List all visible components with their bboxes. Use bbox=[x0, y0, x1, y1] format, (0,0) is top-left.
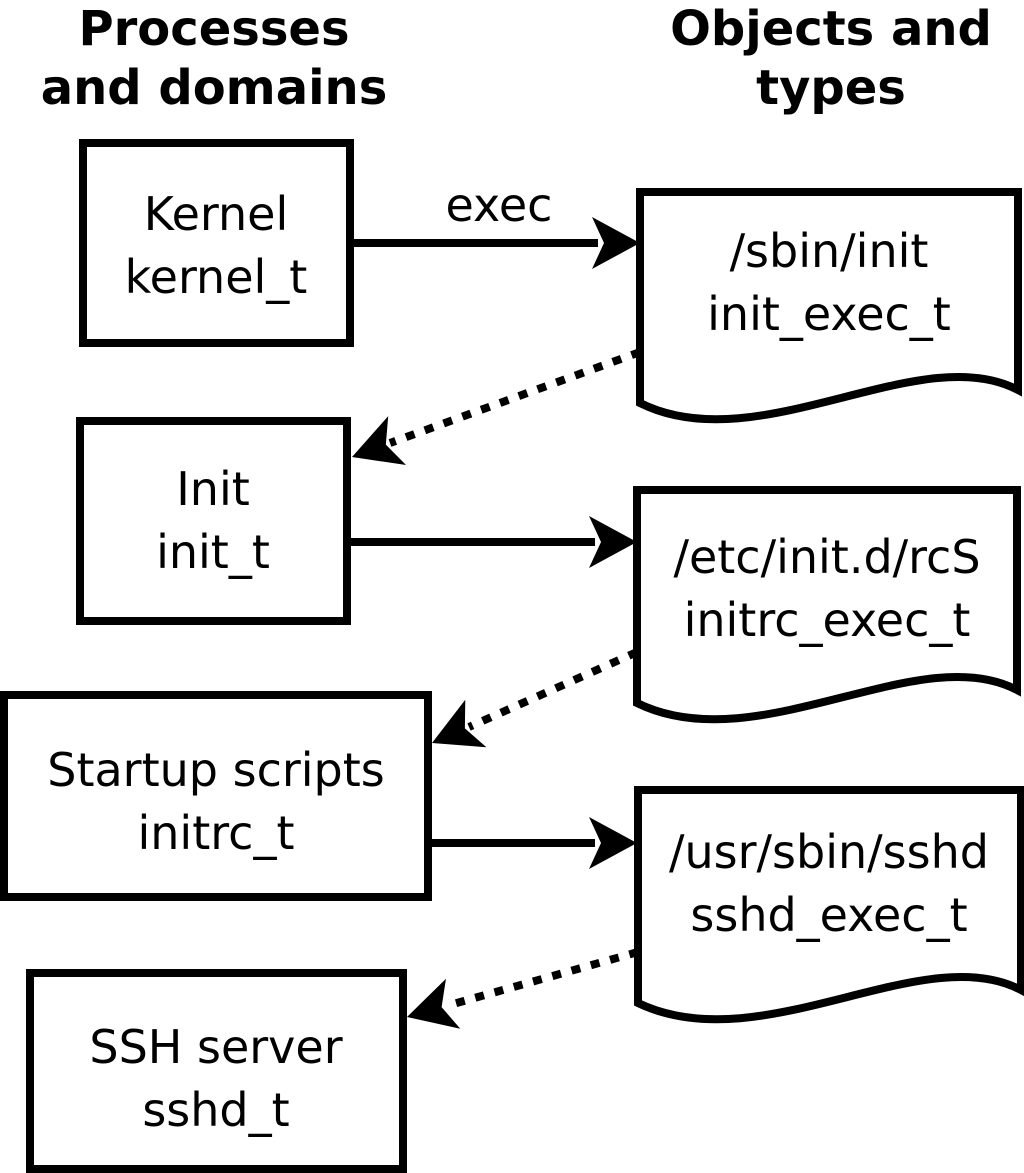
transition-arrow-line bbox=[467, 648, 639, 731]
usr-sbin-sshd-document bbox=[634, 786, 1024, 1024]
exec-arrowhead-icon bbox=[592, 217, 640, 269]
sbin-init-document bbox=[636, 188, 1022, 424]
transition-arrow-sshd-to-ssh-server bbox=[407, 948, 640, 1029]
transition-arrowhead-icon bbox=[352, 416, 406, 466]
exec-arrow-label: exec bbox=[446, 178, 553, 232]
transition-arrow-sbin-init-to-init bbox=[352, 348, 642, 466]
process-node-init: Init init_t bbox=[76, 417, 351, 625]
exec-arrowhead-icon bbox=[589, 516, 637, 568]
transition-arrow-line bbox=[444, 948, 640, 1010]
right-column-header: Objects and types bbox=[670, 1, 992, 116]
usr-sbin-sshd-path-label: /usr/sbin/sshd bbox=[669, 825, 989, 879]
sbin-init-type-label: init_exec_t bbox=[707, 287, 951, 341]
kernel-box bbox=[79, 139, 354, 347]
transition-arrowhead-icon bbox=[407, 978, 461, 1029]
exec-arrow-kernel-to-sbin-init: exec bbox=[350, 178, 640, 269]
process-node-kernel: Kernel kernel_t bbox=[79, 139, 354, 347]
usr-sbin-sshd-type-label: sshd_exec_t bbox=[690, 888, 967, 942]
exec-arrowhead-icon bbox=[589, 817, 637, 869]
exec-arrow-init-to-rcs bbox=[347, 516, 637, 568]
transition-arrow-line bbox=[388, 348, 642, 447]
right-header-line1: Objects and bbox=[670, 1, 992, 57]
startup-scripts-domain-label: initrc_t bbox=[138, 806, 295, 860]
startup-scripts-box bbox=[0, 691, 432, 901]
left-header-line2: and domains bbox=[41, 60, 388, 116]
kernel-domain-label: kernel_t bbox=[125, 250, 308, 304]
etc-initd-rcs-type-label: initrc_exec_t bbox=[684, 593, 971, 647]
startup-scripts-name-label: Startup scripts bbox=[47, 743, 385, 797]
object-node-sbin-init: /sbin/init init_exec_t bbox=[636, 188, 1022, 424]
transition-arrowhead-icon bbox=[432, 699, 487, 748]
init-name-label: Init bbox=[176, 462, 250, 516]
process-node-startup-scripts: Startup scripts initrc_t bbox=[0, 691, 432, 901]
ssh-server-domain-label: sshd_t bbox=[142, 1083, 289, 1137]
object-node-etc-initd-rcs: /etc/init.d/rcS initrc_exec_t bbox=[633, 486, 1021, 724]
ssh-server-name-label: SSH server bbox=[89, 1020, 342, 1074]
kernel-name-label: Kernel bbox=[144, 187, 289, 241]
transition-arrow-rcs-to-startup bbox=[432, 648, 639, 748]
left-header-line1: Processes bbox=[78, 1, 349, 57]
exec-arrow-startup-to-sshd bbox=[428, 817, 637, 869]
process-node-ssh-server: SSH server sshd_t bbox=[26, 969, 407, 1173]
ssh-server-box bbox=[26, 969, 407, 1173]
right-header-line2: types bbox=[756, 60, 906, 116]
etc-initd-rcs-path-label: /etc/init.d/rcS bbox=[673, 530, 980, 584]
init-box bbox=[76, 417, 351, 625]
init-domain-label: init_t bbox=[156, 525, 270, 579]
left-column-header: Processes and domains bbox=[41, 1, 388, 116]
sbin-init-path-label: /sbin/init bbox=[730, 224, 929, 278]
etc-initd-rcs-document bbox=[633, 486, 1021, 724]
object-node-usr-sbin-sshd: /usr/sbin/sshd sshd_exec_t bbox=[634, 786, 1024, 1024]
